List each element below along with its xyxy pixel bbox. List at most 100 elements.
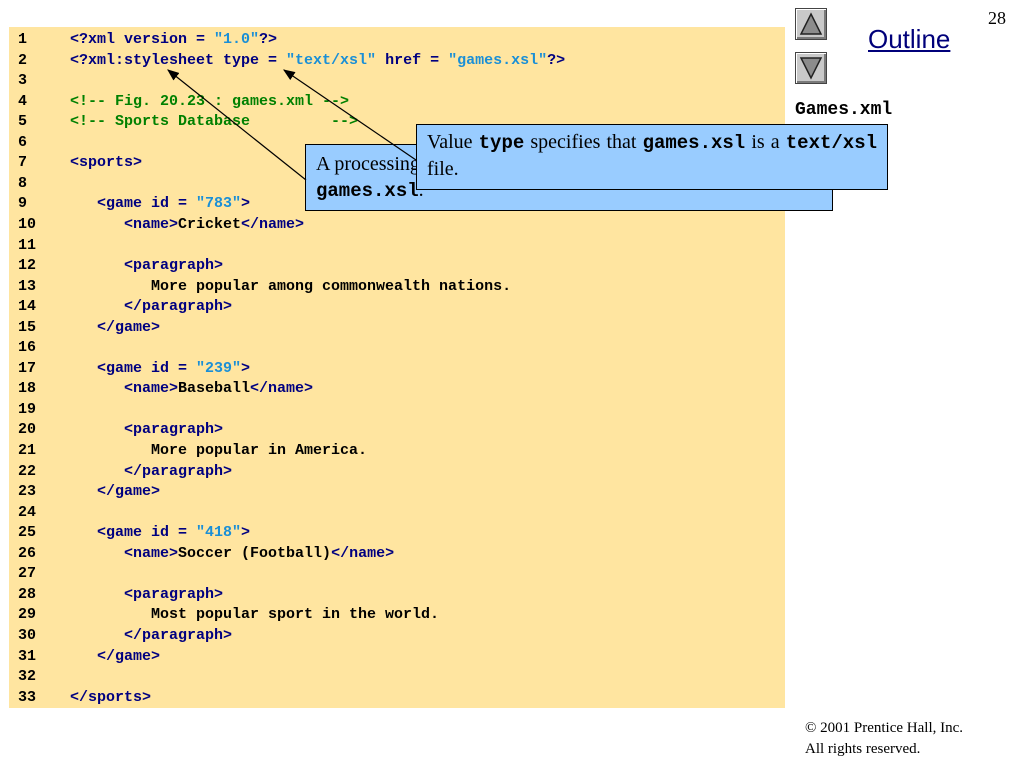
line-number: 30 <box>18 626 37 644</box>
line-number: 21 <box>18 442 37 459</box>
code-token-str: "239" <box>196 359 242 377</box>
triangle-up-icon <box>799 12 823 35</box>
code-token-tag: </name> <box>331 544 395 562</box>
line-number: 23 <box>18 483 37 501</box>
line-number: 6 <box>18 133 28 151</box>
line-code: <game id = "783"> <box>70 194 250 214</box>
line-code: <game id = "239"> <box>70 359 250 379</box>
code-token-tag: <name> <box>70 544 179 562</box>
line-number: 14 <box>18 298 37 316</box>
line-number: 33 <box>18 688 37 706</box>
callout-text: specifies that <box>524 131 643 153</box>
code-token-tag: <game id = <box>70 524 197 542</box>
line-number: 18 <box>18 380 37 398</box>
line-number: 13 <box>18 277 37 295</box>
outline-link[interactable]: Outline <box>868 24 951 54</box>
code-token-tag: </sports> <box>70 688 152 706</box>
line-number: 27 <box>18 565 37 583</box>
line-code: More popular among commonwealth nations. <box>70 277 511 297</box>
line-number: 31 <box>18 647 37 665</box>
line-number: 1 <box>18 31 28 48</box>
code-token-tag: <name> <box>70 215 179 233</box>
line-number: 26 <box>18 544 37 562</box>
line-code: <?xml version = "1.0"?> <box>70 30 277 50</box>
line-code: </sports> <box>70 688 151 708</box>
code-token-tag: <paragraph> <box>70 585 224 603</box>
line-code: </game> <box>70 318 160 338</box>
code-token-tag: <paragraph> <box>70 421 224 439</box>
line-number: 2 <box>18 51 28 69</box>
code-token-tag: > <box>241 359 251 377</box>
line-code: </game> <box>70 482 160 502</box>
code-token-tag: </game> <box>70 647 161 665</box>
code-token-text: Cricket <box>178 215 242 233</box>
line-number: 20 <box>18 421 37 439</box>
line-number: 7 <box>18 154 28 172</box>
callout-type-attribute: Value type specifies that games.xsl is a… <box>416 124 888 190</box>
line-number: 32 <box>18 668 37 686</box>
code-token-comment: <!-- Fig. 20.23 : games.xml --> <box>70 92 350 110</box>
line-number: 15 <box>18 318 37 336</box>
page-number: 28 <box>988 8 1006 28</box>
line-code: Most popular sport in the world. <box>70 605 439 625</box>
line-number: 19 <box>18 400 37 418</box>
callout-text: Value <box>427 131 479 153</box>
code-token-tag: <paragraph> <box>70 257 224 275</box>
code-token-tag: <name> <box>70 380 179 398</box>
code-token-tag: <game id = <box>70 195 197 213</box>
code-token-text: More popular in America. <box>70 442 368 459</box>
arrow-pi <box>167 69 307 181</box>
code-token-pi: <?xml version = <box>70 31 215 48</box>
copyright-line: © 2001 Prentice Hall, Inc. <box>805 720 964 736</box>
code-token-str: "1.0" <box>214 31 260 48</box>
line-code: <!-- Sports Database --> <box>70 112 358 132</box>
code-token-tag: </name> <box>241 215 305 233</box>
line-code: </game> <box>70 647 160 667</box>
line-number: 29 <box>18 606 37 624</box>
line-code: <name>Baseball</name> <box>70 379 313 399</box>
callout-code: text/xsl <box>785 132 877 154</box>
code-token-str: "783" <box>196 195 242 213</box>
line-code: <paragraph> <box>70 256 223 276</box>
file-title: Games.xml <box>795 100 893 120</box>
previous-slide-button[interactable] <box>795 8 827 40</box>
line-code: <?xml:stylesheet type = "text/xsl" href … <box>70 51 565 71</box>
code-token-text: Baseball <box>178 380 251 398</box>
line-code: <paragraph> <box>70 585 223 605</box>
line-number: 8 <box>18 174 28 192</box>
line-code: <name>Cricket</name> <box>70 215 304 235</box>
line-code: <game id = "418"> <box>70 523 250 543</box>
line-number: 11 <box>18 236 37 254</box>
code-token-tag: </game> <box>70 483 161 501</box>
code-token-str: "games.xsl" <box>448 51 548 69</box>
code-token-str: "text/xsl" <box>286 51 377 69</box>
line-number: 25 <box>18 524 37 542</box>
line-code: </paragraph> <box>70 626 232 646</box>
arrow-type <box>283 69 417 161</box>
triangle-down-icon <box>799 57 823 80</box>
code-token-tag: </game> <box>70 318 161 336</box>
line-number: 5 <box>18 113 28 131</box>
callout-text: . <box>418 179 424 201</box>
next-slide-button[interactable] <box>795 52 827 84</box>
code-token-pi: <?xml:stylesheet type = <box>70 51 287 69</box>
line-number: 10 <box>18 215 37 233</box>
line-number: 28 <box>18 585 37 603</box>
line-number: 9 <box>18 195 28 213</box>
code-token-text: Soccer (Football) <box>178 544 332 562</box>
copyright-notice: © 2001 Prentice Hall, Inc. All rights re… <box>805 718 963 760</box>
line-code: More popular in America. <box>70 441 367 461</box>
line-code: <!-- Fig. 20.23 : games.xml --> <box>70 92 349 112</box>
line-number: 24 <box>18 503 37 521</box>
line-code: </paragraph> <box>70 462 232 482</box>
callout-text: is a <box>745 131 786 153</box>
line-number: 4 <box>18 92 28 110</box>
code-token-tag: </paragraph> <box>70 626 233 644</box>
line-number: 22 <box>18 462 37 480</box>
code-token-pi: ?> <box>547 51 566 69</box>
code-token-tag: > <box>241 524 251 542</box>
code-token-tag: </paragraph> <box>70 298 233 316</box>
line-number: 3 <box>18 72 28 90</box>
line-number: 16 <box>18 339 37 357</box>
